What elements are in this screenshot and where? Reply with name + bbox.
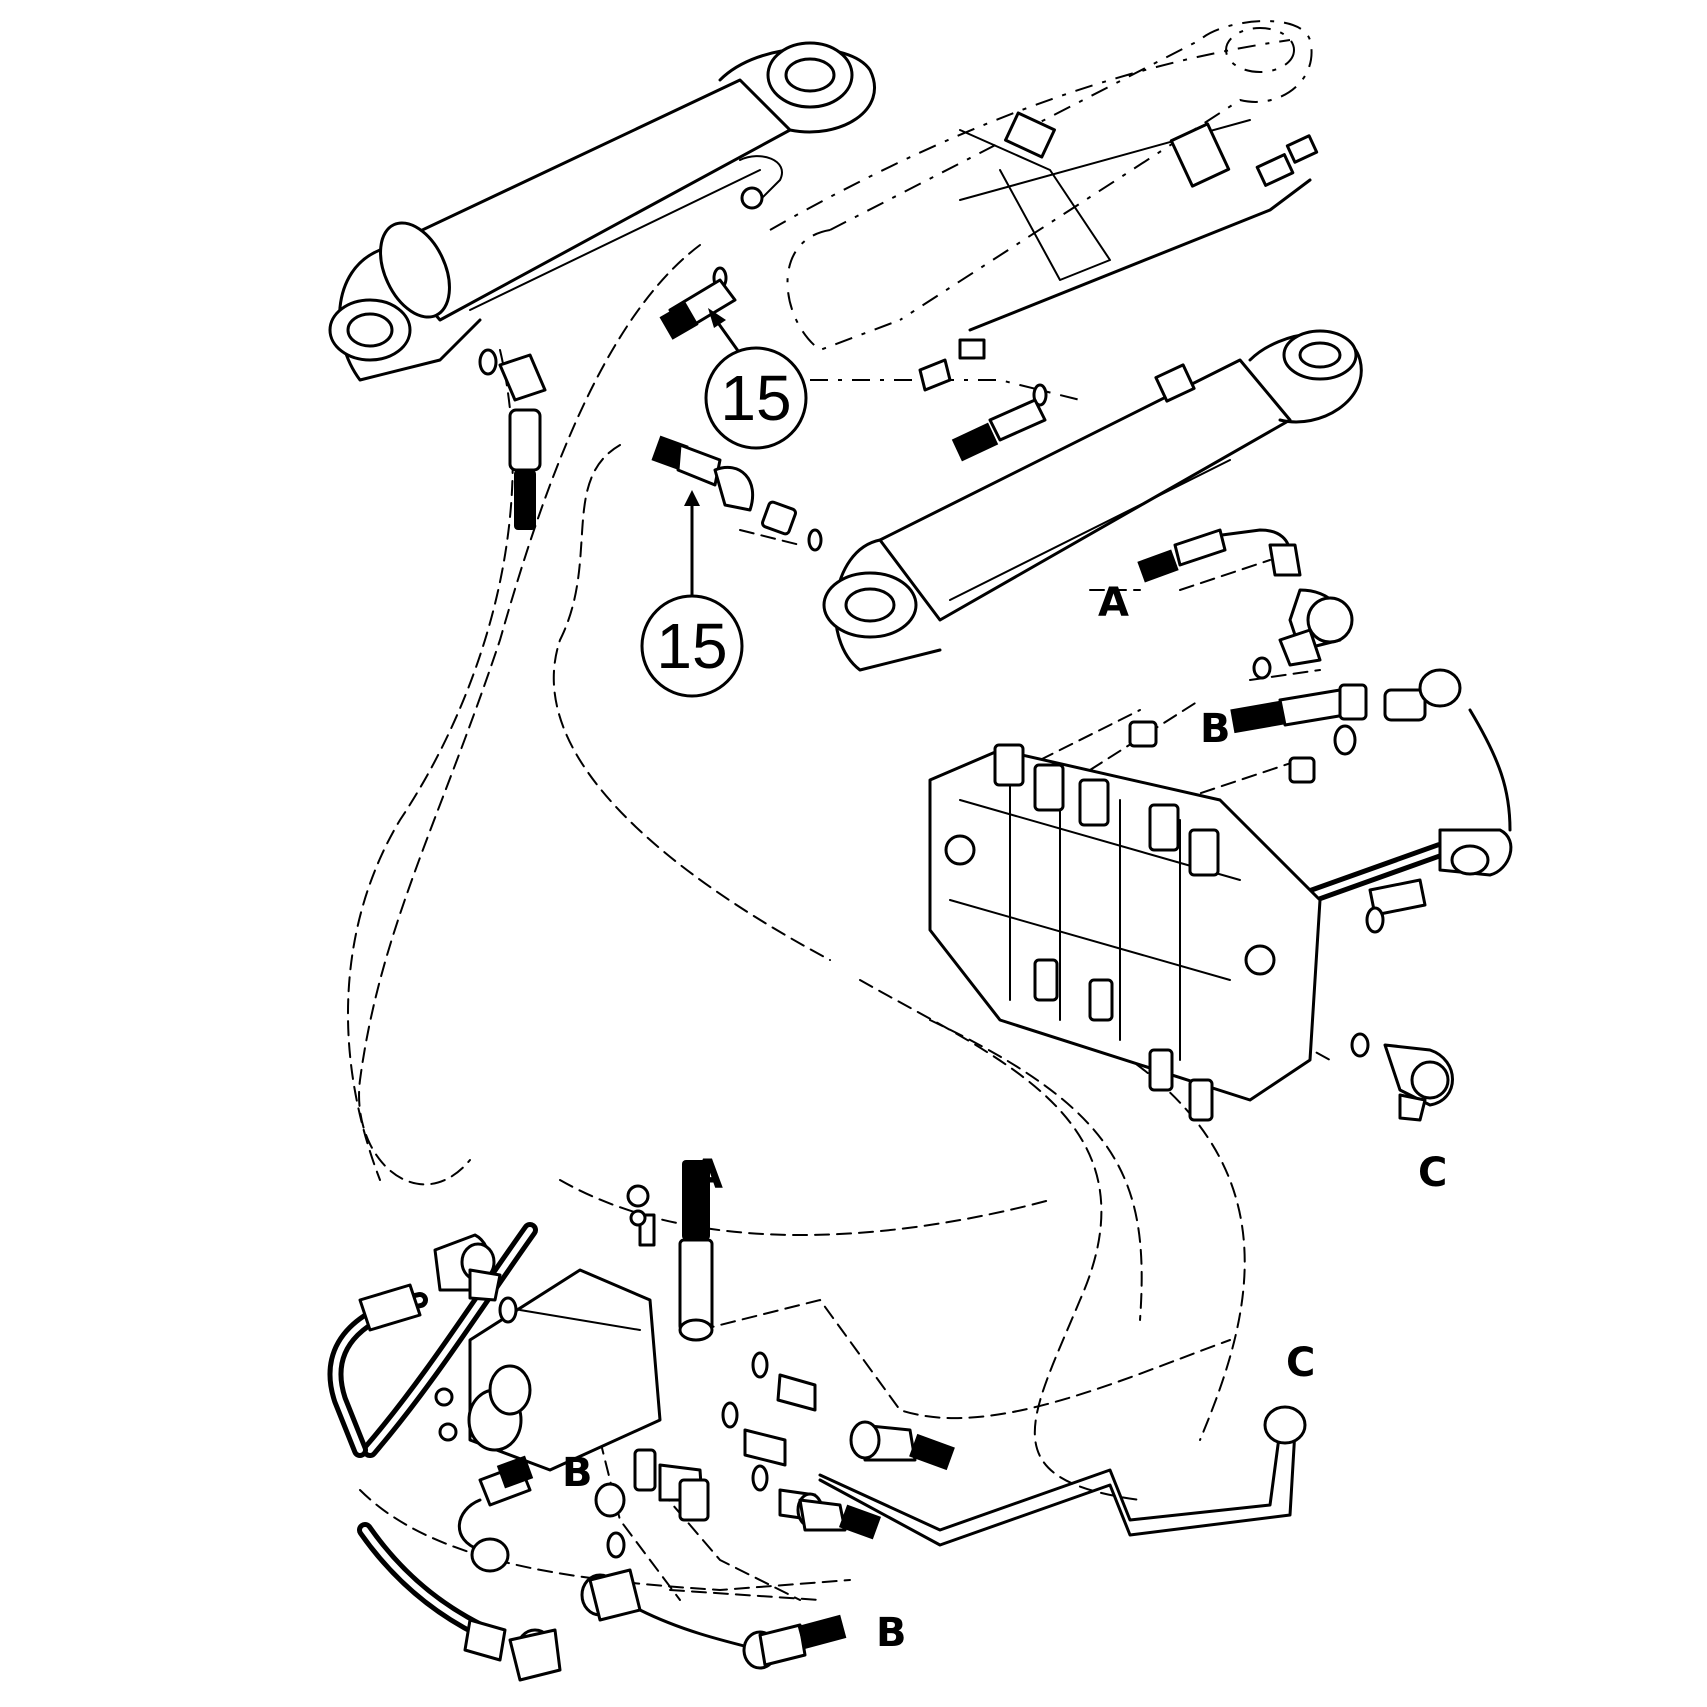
upper-right-cylinder-ghost bbox=[786, 20, 1319, 392]
b-line-bottom bbox=[638, 1608, 847, 1670]
lower-left-hoses bbox=[327, 1222, 562, 1682]
label-b-top: B bbox=[1200, 706, 1231, 752]
a-line-top bbox=[1137, 528, 1354, 680]
middle-fittings bbox=[651, 383, 1048, 552]
upper-fittings bbox=[478, 266, 737, 530]
label-b-valve: B bbox=[562, 1450, 593, 1496]
callout-upper-number: 15 bbox=[720, 362, 791, 434]
callout-lower: 15 bbox=[640, 490, 744, 698]
label-c-right: C bbox=[1418, 1150, 1447, 1196]
label-b-bottom: B bbox=[876, 1610, 907, 1656]
upper-left-cylinder bbox=[328, 41, 877, 382]
label-a-top: A bbox=[1098, 580, 1129, 626]
label-c-bottom: C bbox=[1286, 1340, 1315, 1386]
callout-lower-number: 15 bbox=[656, 610, 727, 682]
b-line-top bbox=[1128, 668, 1462, 784]
main-control-valve bbox=[928, 743, 1322, 1122]
middle-right-cylinder bbox=[822, 329, 1363, 672]
callout-upper: 15 bbox=[704, 308, 808, 450]
lower-right-fittings bbox=[721, 1351, 1307, 1547]
right-hose-assembly bbox=[1292, 708, 1513, 1122]
lower-middle-fittings bbox=[457, 1184, 710, 1622]
label-a-bottom: A bbox=[692, 1152, 723, 1198]
